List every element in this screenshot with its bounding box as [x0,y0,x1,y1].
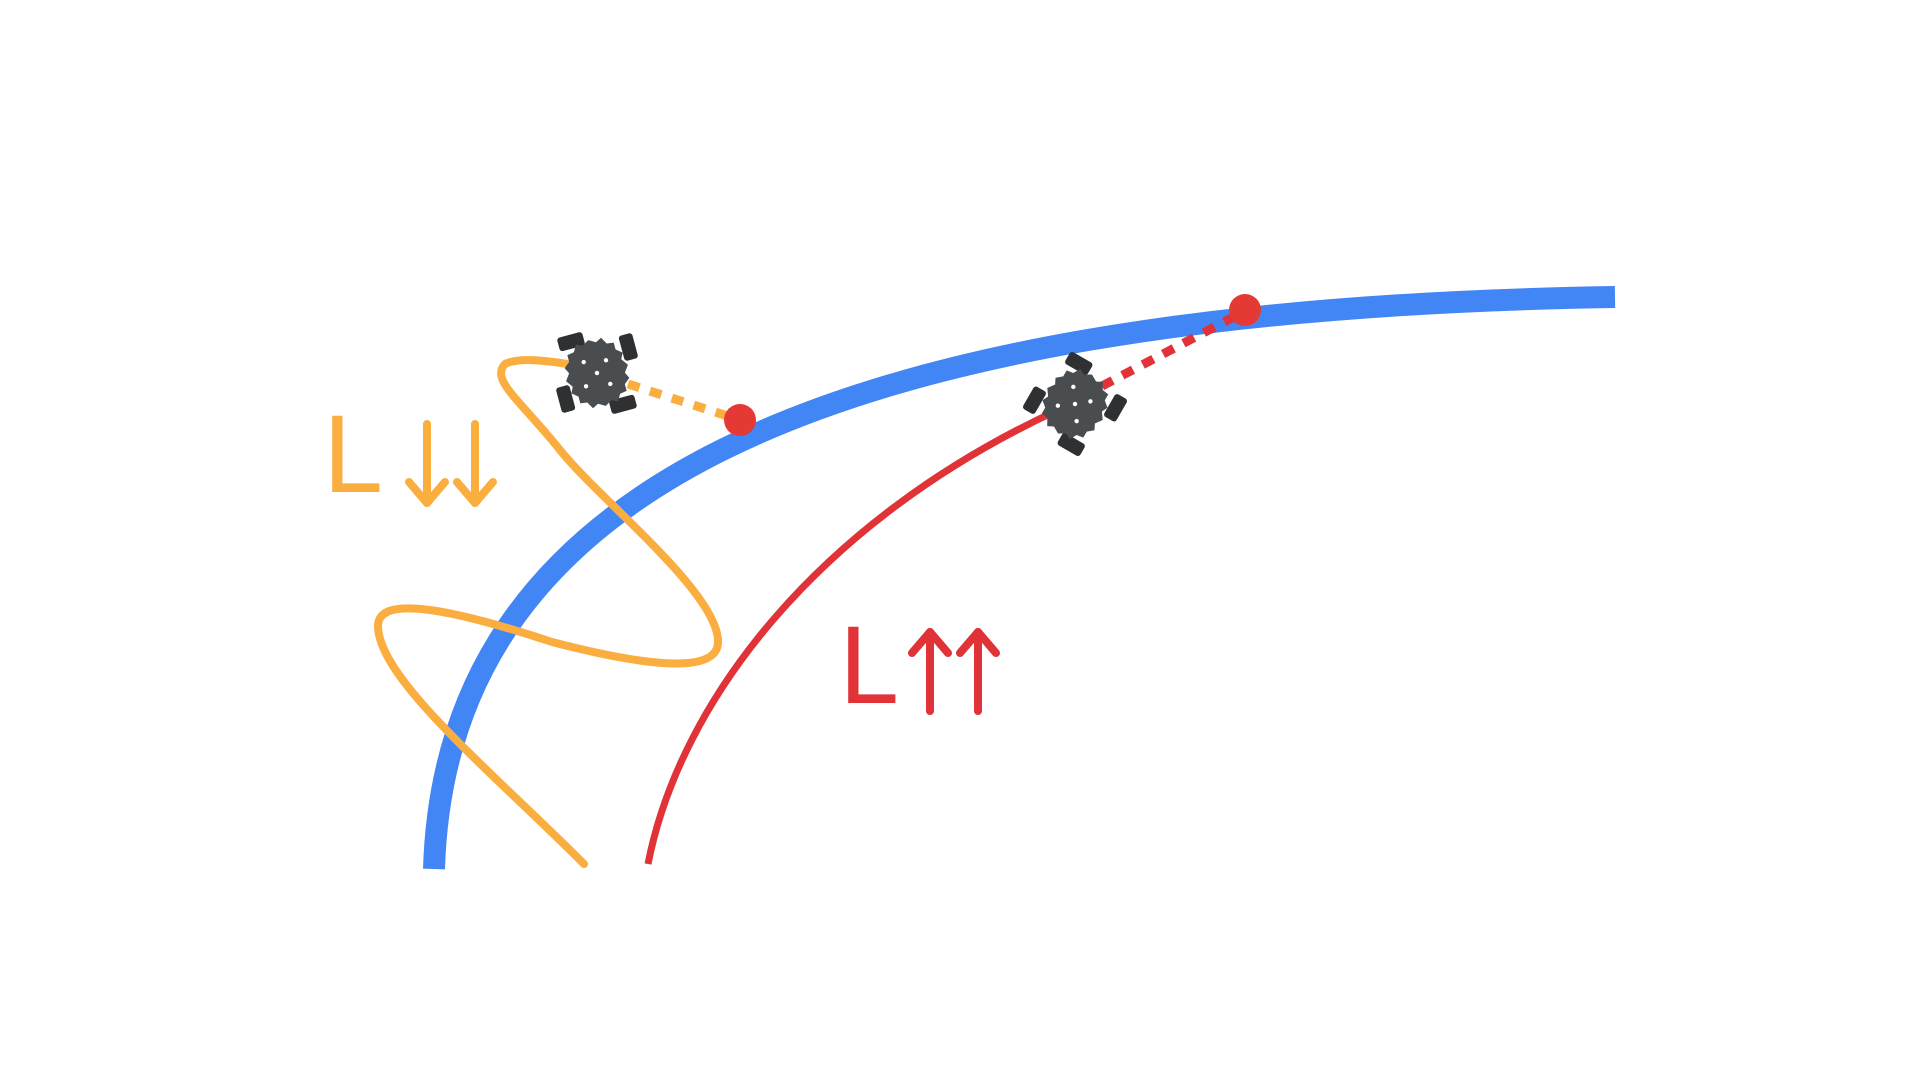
arrow-up-icon [956,628,1000,715]
fast-lookahead-link [1099,307,1248,390]
arrow-up-icon [908,628,952,715]
slow-trajectory-path [373,356,722,868]
arrow-down-icon [453,420,497,507]
slow-label: L [322,395,497,517]
fast-label-letter: L [838,606,896,728]
reference-path [423,286,1616,870]
slow-lookahead-point-icon [724,404,756,436]
fast-lookahead-point-icon [1229,294,1261,326]
arrow-down-icon [405,420,449,507]
fast-robot-icon [1014,343,1136,465]
fast-label: L [838,606,1000,728]
slow-lookahead-link [626,379,742,425]
slow-robot-icon [543,319,651,427]
slow-label-letter: L [322,395,380,517]
fast-trajectory-path [644,406,1060,865]
